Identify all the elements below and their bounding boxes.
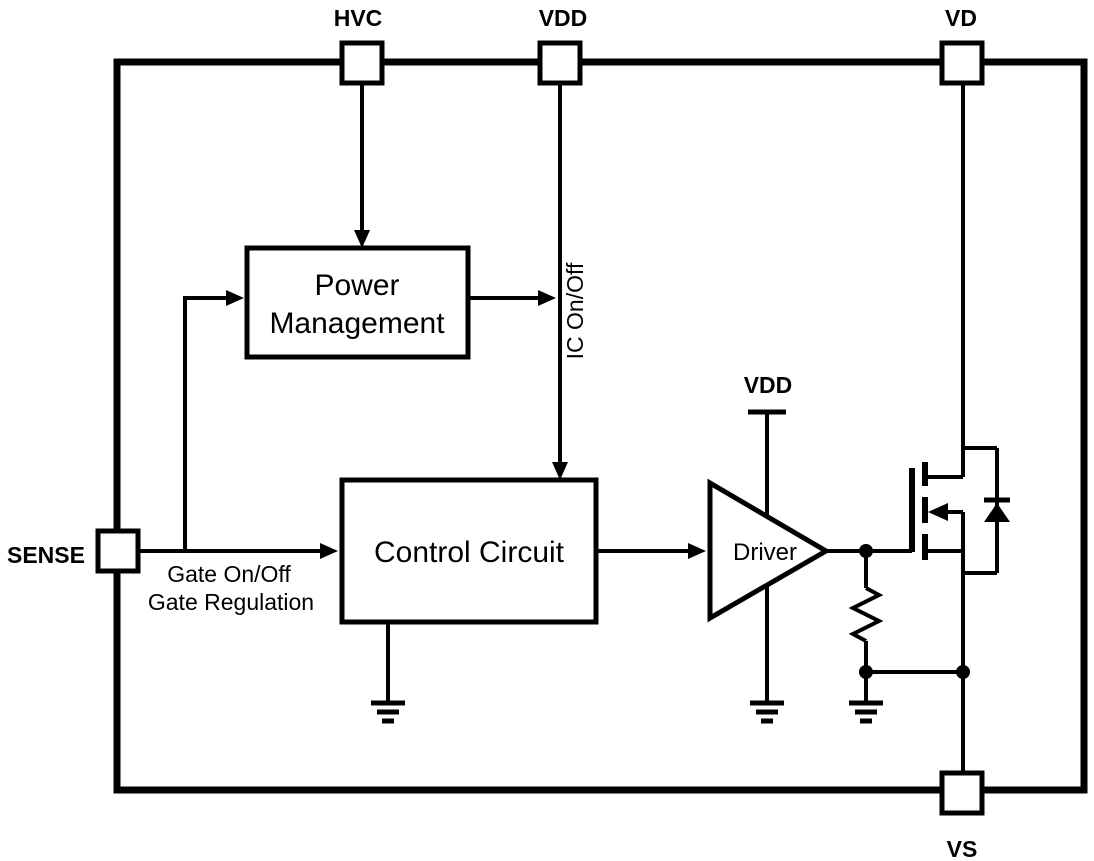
pin-square-vs (939, 770, 985, 816)
arrowhead-right-icon (320, 543, 338, 559)
arrowhead-down-icon (552, 462, 568, 480)
ground-symbol-control-circuit (371, 700, 405, 724)
arrowhead-right-icon (688, 543, 706, 559)
arrowhead-down-icon (354, 230, 370, 248)
junction-dot (859, 665, 873, 679)
pin-square-hvc (339, 40, 385, 86)
resistor-zigzag-icon (848, 586, 884, 643)
power-management-label-line1: Power (314, 269, 399, 302)
pin-label-sense: SENSE (7, 542, 85, 568)
ground-symbol-resistor (849, 700, 883, 724)
pin-label-vs: VS (947, 836, 978, 861)
pin-square-sense (95, 528, 141, 574)
power-management-block (244, 245, 471, 360)
pin-label-vd: VD (945, 5, 977, 31)
pin-square-vdd (537, 40, 583, 86)
power-management-label-line2: Management (269, 307, 445, 340)
pin-square-vd (939, 40, 985, 86)
driver-label: Driver (733, 539, 797, 566)
control-circuit-block (339, 477, 599, 625)
gate-on-off-label: Gate On/Off (167, 561, 291, 587)
ground-symbol-driver (750, 700, 784, 724)
diode-triangle-icon (984, 503, 1010, 522)
ic-on-off-label: IC On/Off (562, 262, 588, 359)
junction-dot (956, 665, 970, 679)
pin-label-vdd: VDD (539, 5, 588, 31)
control-circuit-label: Control Circuit (374, 536, 565, 569)
pin-label-hvc: HVC (334, 5, 383, 31)
driver-vdd-supply-label: VDD (744, 372, 793, 398)
ic-boundary-rect (113, 58, 1088, 794)
driver-triangle (707, 478, 831, 623)
mosfet-body-arrow-icon (928, 503, 948, 521)
gate-regulation-label: Gate Regulation (148, 589, 314, 615)
arrowhead-right-icon (226, 290, 244, 306)
sense-to-power-management-wire (183, 296, 228, 551)
arrowhead-right-icon (538, 290, 556, 306)
